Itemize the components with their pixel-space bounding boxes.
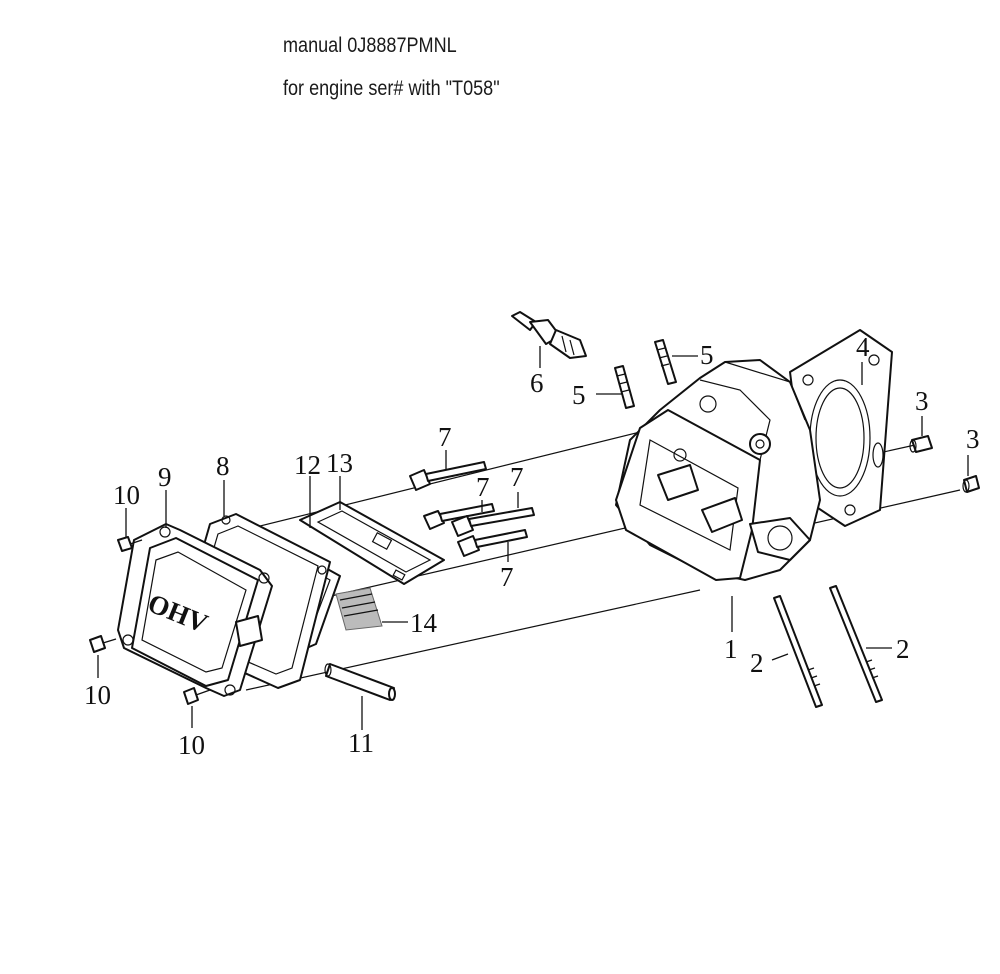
dowel-pin-upper — [909, 435, 933, 453]
callout-7d: 7 — [500, 562, 514, 592]
rocker-cover: OHV — [117, 523, 273, 697]
callout-10c: 10 — [178, 730, 205, 760]
head-bolt-4 — [457, 529, 528, 557]
callout-numbers: 1 2 2 3 3 4 5 5 6 7 7 7 7 8 9 10 10 10 1… — [84, 332, 980, 760]
cover-screw-left — [89, 635, 117, 653]
cylinder-head — [615, 359, 821, 581]
callout-3a: 3 — [915, 386, 929, 416]
dowel-pin-lower — [962, 475, 980, 493]
callout-2a: 2 — [750, 648, 764, 678]
callout-leaders — [97, 346, 969, 730]
spark-plug — [511, 311, 587, 359]
head-bolt-1 — [409, 461, 487, 491]
breather-plate — [299, 501, 445, 585]
callout-3b: 3 — [966, 424, 980, 454]
stud-bolt-upper — [654, 339, 677, 385]
manual-number-text: manual 0J8887PMNL — [283, 34, 457, 57]
long-stud-right — [829, 585, 883, 703]
cover-screw-top — [117, 536, 143, 552]
cover-screw-bottom — [183, 687, 211, 705]
callout-1: 1 — [724, 634, 738, 664]
callout-4: 4 — [856, 332, 870, 362]
callout-9: 9 — [158, 462, 172, 492]
pushrod-tube — [324, 663, 396, 701]
callout-7b: 7 — [476, 472, 490, 502]
stud-bolt-lower — [614, 365, 635, 409]
long-stud-left — [773, 595, 823, 708]
callout-5b: 5 — [572, 380, 586, 410]
callout-2b: 2 — [896, 634, 910, 664]
head-bolt-2 — [423, 503, 495, 530]
callout-8: 8 — [216, 451, 230, 481]
callout-14: 14 — [410, 608, 438, 638]
callout-11: 11 — [348, 728, 374, 758]
engine-serial-note: for engine ser# with "T058" — [283, 77, 500, 100]
callout-5a: 5 — [700, 340, 714, 370]
callout-13: 13 — [326, 448, 353, 478]
callout-10b: 10 — [84, 680, 111, 710]
callout-10a: 10 — [113, 480, 140, 510]
breather-filter-mesh — [335, 587, 383, 631]
callout-6: 6 — [530, 368, 544, 398]
callout-12: 12 — [294, 450, 321, 480]
head-bolt-3 — [451, 507, 535, 537]
callout-7c: 7 — [510, 462, 524, 492]
callout-7a: 7 — [438, 422, 452, 452]
